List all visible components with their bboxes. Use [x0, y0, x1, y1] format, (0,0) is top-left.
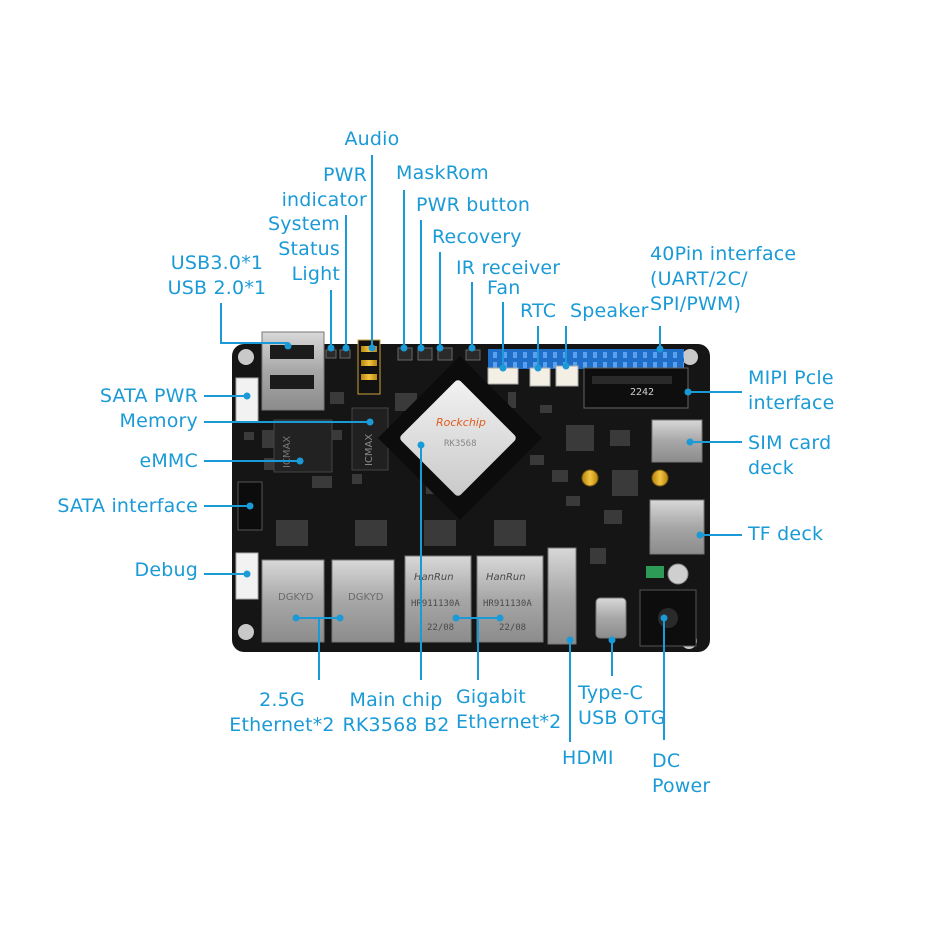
audio-jack-pin — [361, 374, 377, 380]
label-dc-power: DC Power — [652, 750, 711, 797]
svg-text:22/08: 22/08 — [499, 623, 526, 633]
mount-hole — [238, 349, 254, 365]
label-mipi-pcie: MIPI Pcle interface — [748, 367, 835, 414]
label-system-status-light: System Status Light — [267, 213, 340, 285]
green-terminal — [646, 566, 664, 578]
label-gigabit-ethernet: Gigabit Ethernet*2 — [456, 686, 562, 733]
standoff — [651, 469, 669, 487]
m2-slot: 2242 — [583, 367, 689, 409]
label-2-5g-ethernet: 2.5G Ethernet*2 — [229, 689, 335, 736]
svg-text:RK3568: RK3568 — [444, 439, 477, 449]
svg-text:ICMAX: ICMAX — [282, 436, 293, 468]
audio-jack — [357, 339, 381, 395]
eth-gigabit-port-1: HanRun HR911130A 22/08 — [404, 555, 472, 643]
eth-25g-port-2: DGKYD — [331, 559, 395, 643]
leader-dots — [243, 342, 704, 644]
label-audio: Audio — [344, 128, 400, 150]
svg-text:DGKYD: DGKYD — [278, 592, 314, 603]
svg-text:HR911130A: HR911130A — [411, 599, 460, 609]
label-usb: USB3.0*1 USB 2.0*1 — [167, 252, 267, 299]
label-pwr-button: PWR button — [416, 194, 531, 216]
label-rtc: RTC — [520, 300, 557, 322]
svg-text:HR911130A: HR911130A — [483, 599, 532, 609]
leader-lines — [204, 155, 742, 742]
label-40pin-interface: 40Pin interface (UART/2C/ SPI/PWM) — [650, 243, 797, 315]
sata-pwr-connector — [235, 377, 259, 423]
label-sim-card-deck: SIM card deck — [748, 432, 832, 479]
mount-hole — [682, 349, 698, 365]
mount-hole — [238, 624, 254, 640]
eth-25g-port-1: DGKYD — [261, 559, 325, 643]
audio-jack-pin — [361, 360, 377, 366]
standoff — [581, 469, 599, 487]
label-emmc: eMMC — [139, 450, 198, 472]
eth-gigabit-port-2: HanRun HR911130A 22/08 — [476, 555, 544, 643]
label-debug: Debug — [134, 559, 198, 581]
svg-text:HanRun: HanRun — [414, 572, 454, 583]
svg-text:Rockchip: Rockchip — [436, 416, 486, 429]
svg-text:22/08: 22/08 — [427, 623, 454, 633]
label-fan: Fan — [487, 277, 521, 299]
label-recovery: Recovery — [432, 226, 522, 248]
gpio-header — [488, 349, 684, 369]
svg-text:HanRun: HanRun — [486, 572, 526, 583]
label-type-c-usb-otg: Type-C USB OTG — [578, 682, 666, 729]
label-ir-receiver: IR receiver — [456, 257, 561, 279]
label-memory: Memory — [119, 410, 198, 432]
label-hdmi: HDMI — [562, 747, 614, 769]
svg-text:2242: 2242 — [630, 387, 654, 398]
emmc-chip: ICMAX — [273, 419, 333, 473]
svg-text:DGKYD: DGKYD — [348, 592, 384, 603]
usb-stack — [261, 331, 325, 411]
svg-text:ICMAX: ICMAX — [364, 434, 375, 466]
hdmi-port — [547, 547, 577, 645]
label-maskrom: MaskRom — [396, 162, 489, 184]
label-sata-pwr: SATA PWR — [99, 385, 198, 407]
label-tf-deck: TF deck — [748, 523, 824, 545]
tf-slot — [649, 499, 705, 555]
capacitor — [667, 563, 689, 585]
label-pwr-indicator: PWR indicator — [281, 164, 367, 211]
usb-c-port — [595, 597, 627, 639]
label-speaker: Speaker — [570, 300, 649, 322]
label-main-chip: Main chip RK3568 B2 — [342, 689, 450, 736]
label-sata-interface: SATA interface — [57, 495, 198, 517]
